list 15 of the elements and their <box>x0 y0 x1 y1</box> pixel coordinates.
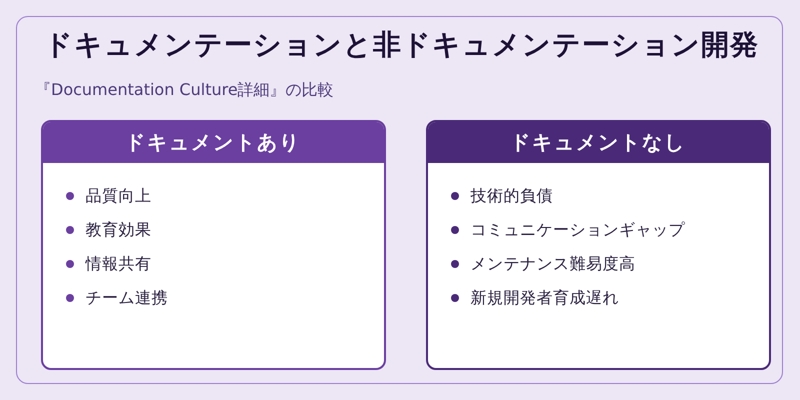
card-header: ドキュメントなし <box>428 122 768 162</box>
title: ドキュメンテーションと非ドキュメンテーション開発 <box>44 27 759 63</box>
list-item-text: 技術的負債 <box>470 186 553 206</box>
list-item-text: チーム連携 <box>86 288 168 308</box>
list-item-text: メンテナンス難易度高 <box>470 254 636 274</box>
subtitle: 『Documentation Culture詳細』の比較 <box>35 79 334 101</box>
list-item-text: 教育効果 <box>86 220 152 240</box>
card <box>40 120 386 370</box>
list-item-text: 品質向上 <box>86 186 152 206</box>
list-item-text: コミュニケーションギャップ <box>470 220 685 240</box>
card-header: ドキュメントあり <box>42 122 384 162</box>
list-item-text: 新規開発者育成遅れ <box>470 288 619 308</box>
list-item-text: 情報共有 <box>86 254 152 274</box>
card <box>426 120 770 370</box>
outer-frame <box>16 16 783 384</box>
